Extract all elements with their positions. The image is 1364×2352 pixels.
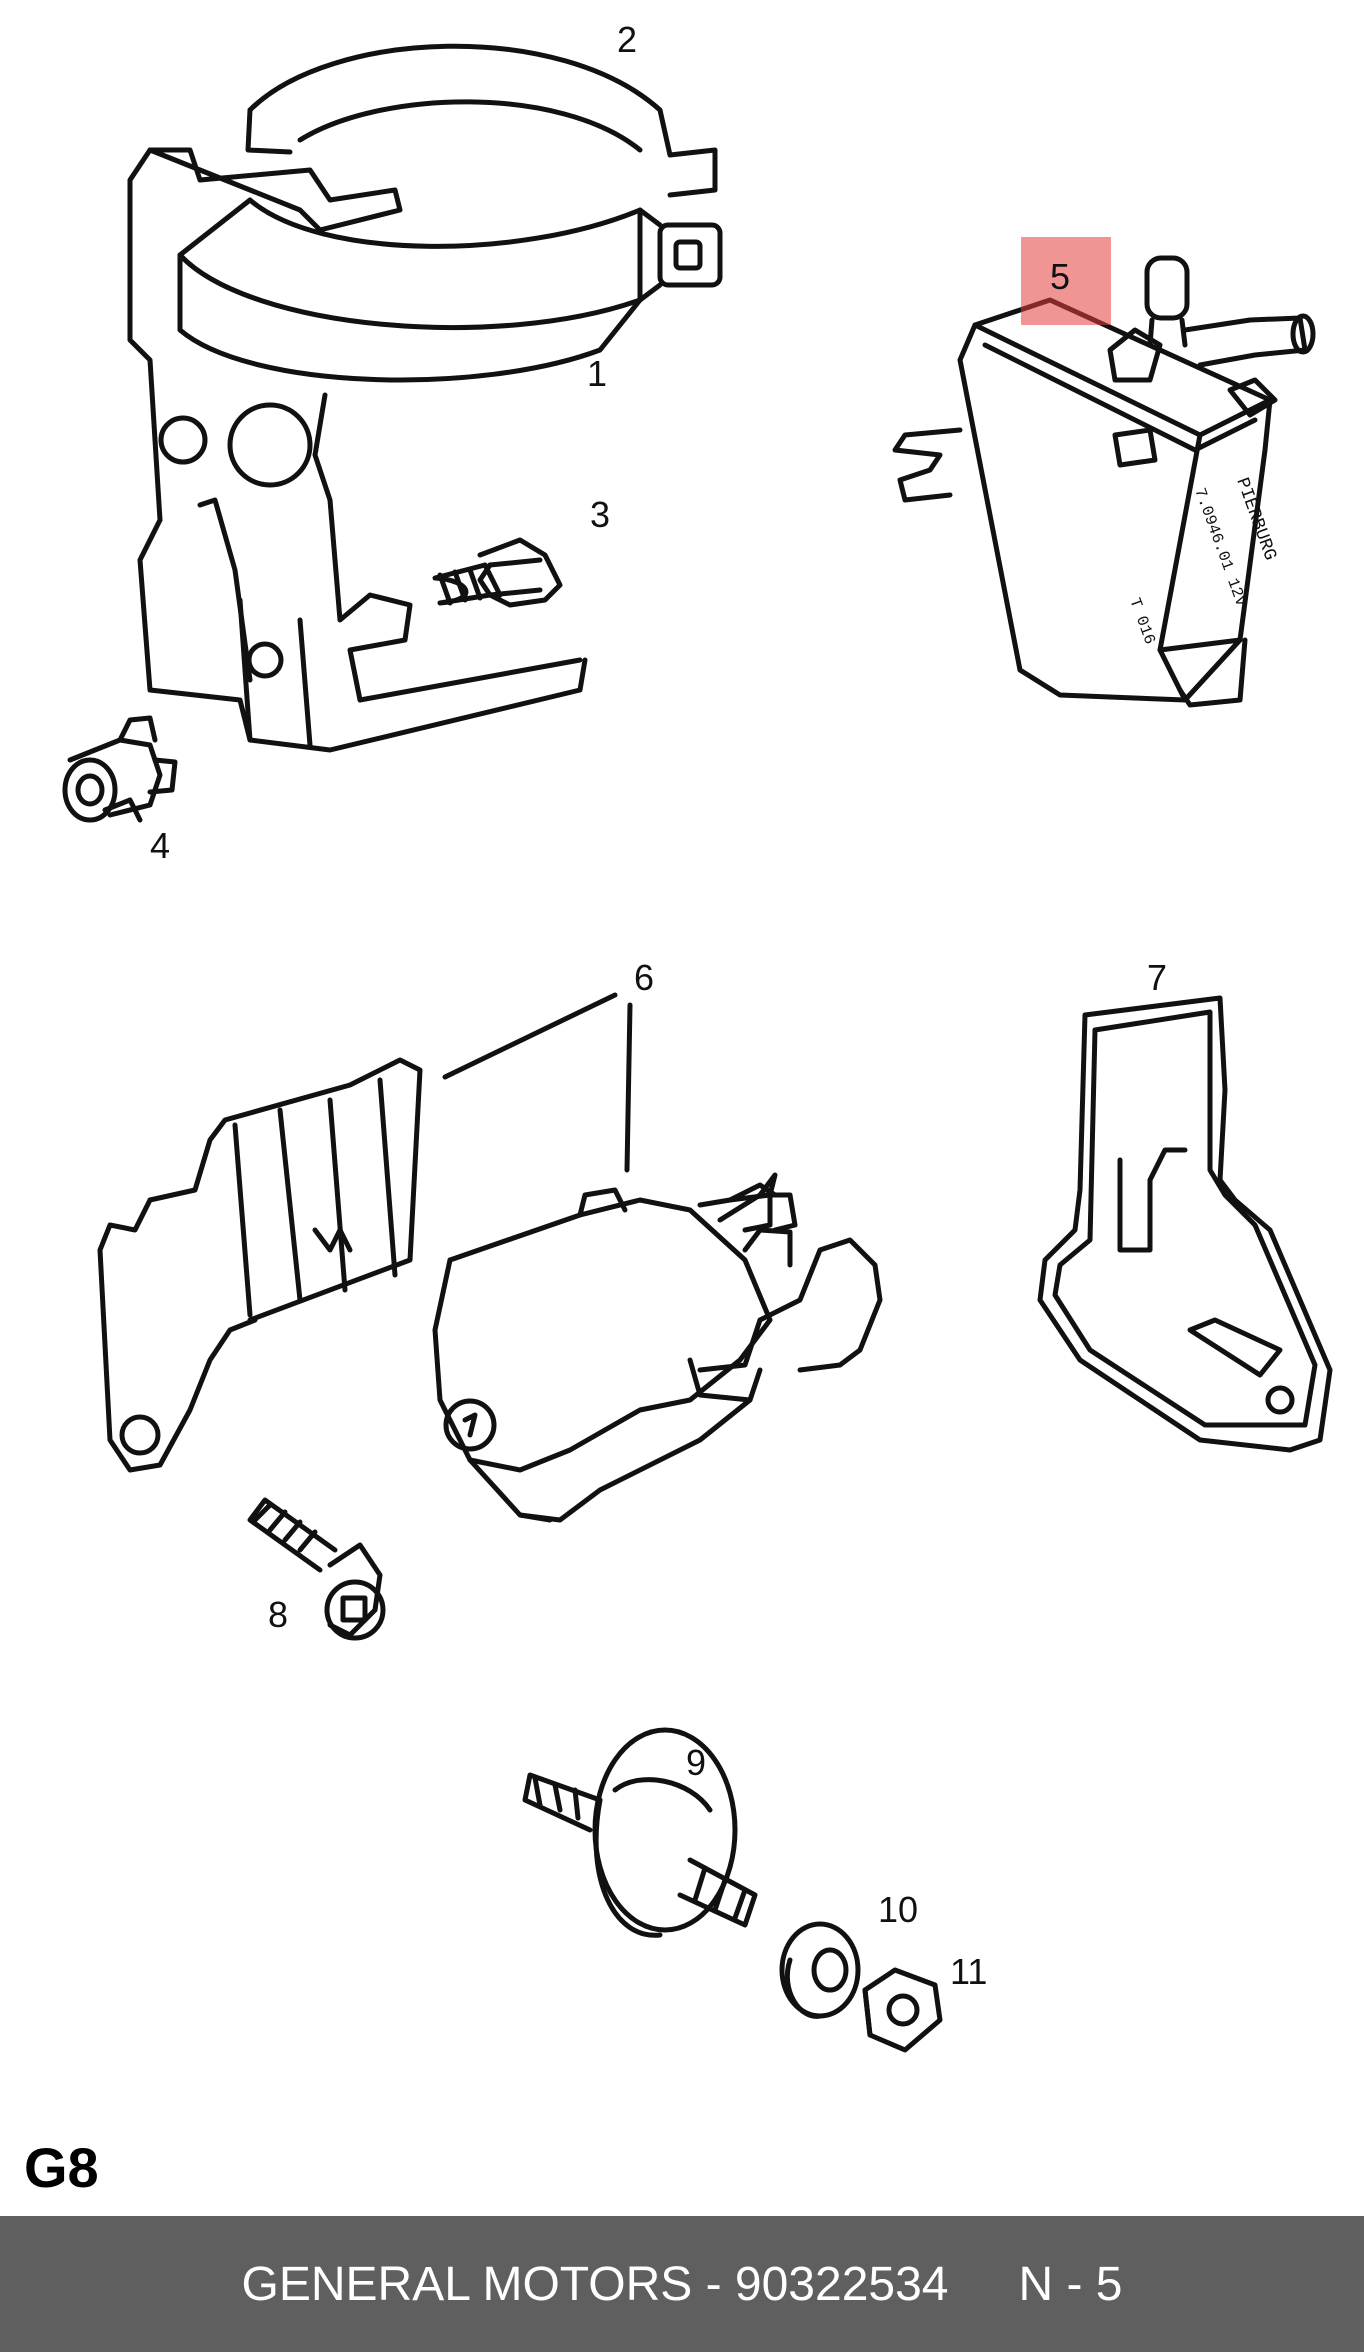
callout-3: 3 bbox=[590, 494, 611, 535]
footer-manufacturer: GENERAL MOTORS bbox=[241, 2257, 693, 2311]
valve-label-3: T 016 bbox=[1125, 596, 1158, 647]
parts-drawing: PIERBURG 7.0946.01 12V T 016 bbox=[62, 43, 1333, 2053]
part-6-valve-body bbox=[432, 1172, 883, 1523]
callout-11: 11 bbox=[950, 1951, 988, 1992]
callout-2: 2 bbox=[617, 19, 638, 60]
part-3-bolt bbox=[432, 537, 563, 608]
callout-1: 1 bbox=[587, 353, 608, 394]
callout-5: 5 bbox=[1050, 256, 1071, 297]
callout-9: 9 bbox=[686, 1742, 707, 1783]
callout-6: 6 bbox=[634, 957, 655, 998]
highlight-part-5 bbox=[1021, 237, 1111, 325]
leader-6a bbox=[442, 992, 618, 1080]
footer-separator: - bbox=[692, 2257, 735, 2311]
callout-10: 10 bbox=[878, 1889, 919, 1930]
part-5-valve bbox=[892, 255, 1316, 708]
sheet-code: G8 bbox=[24, 2136, 99, 2199]
part-4-clip bbox=[62, 715, 178, 823]
parts-diagram: PIERBURG 7.0946.01 12V T 016 bbox=[24, 19, 1333, 2199]
part-10-washer bbox=[779, 1921, 861, 2019]
part-7-gasket-bracket bbox=[1037, 995, 1333, 1453]
part-6-bracket-plate bbox=[97, 1057, 423, 1473]
leader-6b bbox=[624, 1002, 633, 1173]
part-1-bracket bbox=[127, 147, 643, 753]
callout-7: 7 bbox=[1147, 957, 1168, 998]
footer-position-label: N - 5 bbox=[1018, 2257, 1123, 2311]
part-8-socket-bolt bbox=[247, 1497, 386, 1641]
part-9-rubber-mount bbox=[522, 1727, 758, 1938]
part-2-clamp-band bbox=[245, 43, 723, 303]
valve-label-1: PIERBURG bbox=[1231, 475, 1279, 563]
footer-part-number: 90322534 bbox=[734, 2257, 949, 2311]
footer-bar: GENERAL MOTORS - 90322534 N - 5 bbox=[0, 2216, 1364, 2352]
part-11-nut bbox=[862, 1967, 943, 2053]
callout-8: 8 bbox=[268, 1594, 289, 1635]
callout-4: 4 bbox=[150, 825, 171, 866]
